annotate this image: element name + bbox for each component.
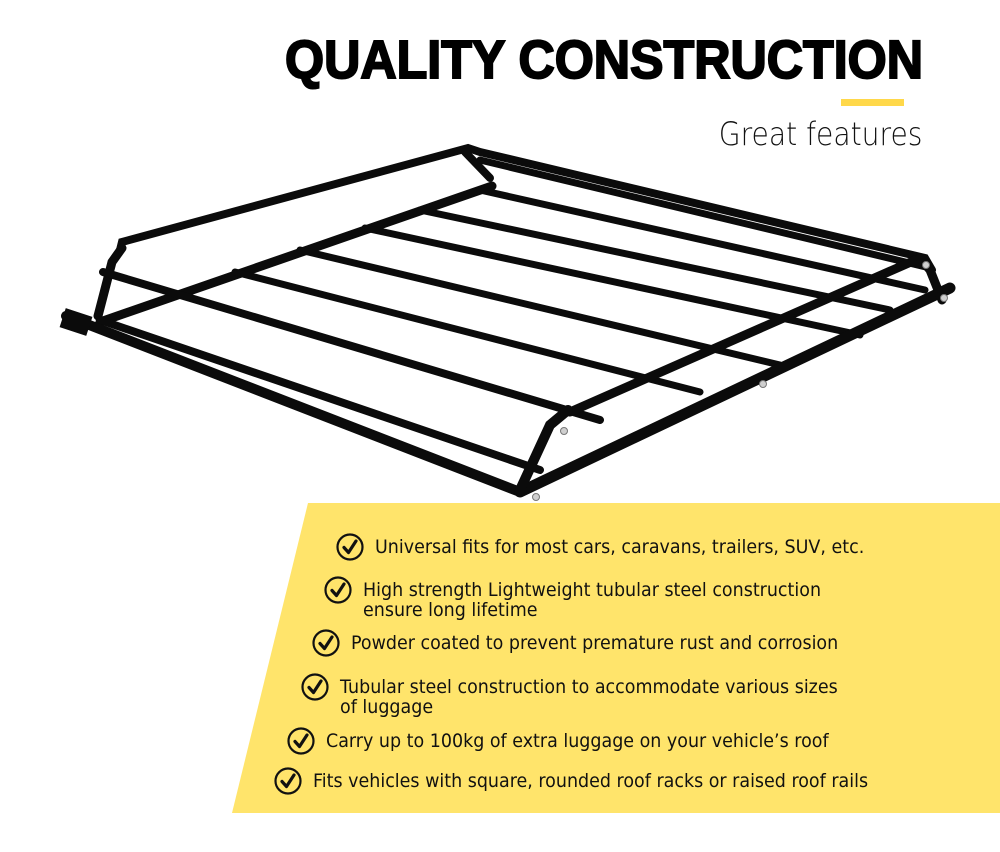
feature-text: Powder coated to prevent premature rust … xyxy=(351,632,839,654)
check-circle-icon xyxy=(324,576,352,604)
feature-item: Universal fits for most cars, caravans, … xyxy=(335,533,907,562)
check-circle-icon xyxy=(287,727,315,755)
feature-item: High strength Lightweight tubular steel … xyxy=(323,576,861,621)
feature-item: Tubular steel construction to accommodat… xyxy=(300,673,881,718)
feature-item: Powder coated to prevent premature rust … xyxy=(311,629,881,658)
features-panel-background xyxy=(232,503,1000,813)
feature-text: Tubular steel construction to accommodat… xyxy=(340,676,838,718)
feature-text: Carry up to 100kg of extra luggage on yo… xyxy=(326,730,829,752)
feature-item: Fits vehicles with square, rounded roof … xyxy=(273,767,916,796)
page-subtitle: Great features xyxy=(718,115,922,153)
title-accent-bar xyxy=(841,99,904,106)
page-title: QUALITY CONSTRUCTION xyxy=(284,29,924,91)
check-circle-icon xyxy=(336,533,364,561)
check-circle-icon xyxy=(274,767,302,795)
roof-rack-image xyxy=(59,143,956,501)
feature-text: Universal fits for most cars, caravans, … xyxy=(375,536,865,558)
check-circle-icon xyxy=(312,629,340,657)
feature-text: Fits vehicles with square, rounded roof … xyxy=(313,770,869,792)
check-circle-icon xyxy=(301,673,329,701)
features-panel xyxy=(0,503,1000,813)
feature-item: Carry up to 100kg of extra luggage on yo… xyxy=(286,727,872,756)
feature-text: High strength Lightweight tubular steel … xyxy=(363,579,822,621)
